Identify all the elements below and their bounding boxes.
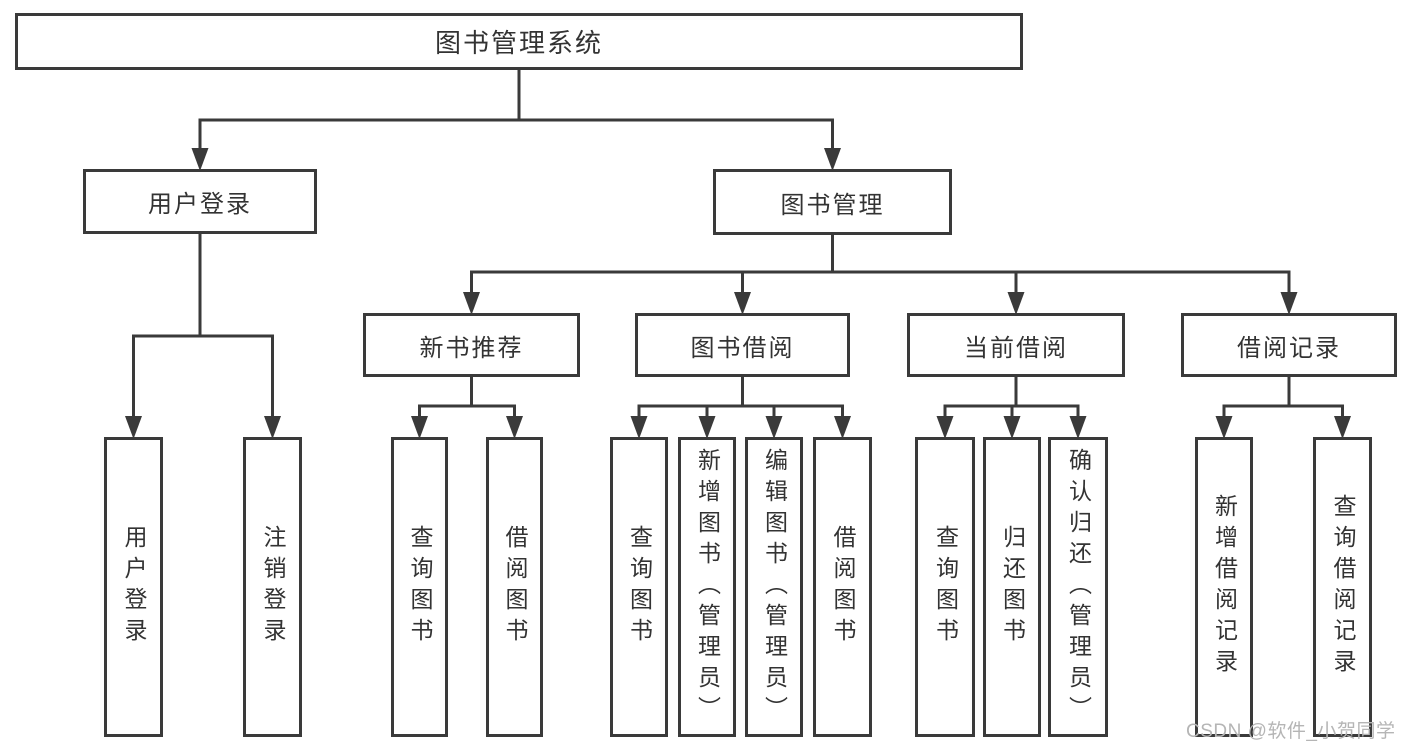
node-leaf-query-books-borrow: 查询图书 xyxy=(610,437,668,737)
node-leaf-return-books: 归还图书 xyxy=(983,437,1041,737)
node-book-mgmt: 图书管理 xyxy=(713,169,952,235)
node-leaf-query-books-current: 查询图书 xyxy=(915,437,975,737)
node-leaf-borrow-books: 借阅图书 xyxy=(813,437,872,737)
node-user-login: 用户登录 xyxy=(83,169,317,234)
csdn-watermark: CSDN @软件_小贺同学 xyxy=(1186,721,1396,742)
node-leaf-confirm-return: 确认归还（管理员） xyxy=(1048,437,1108,737)
node-leaf-user-login: 用户登录 xyxy=(104,437,163,737)
node-root: 图书管理系统 xyxy=(15,13,1023,70)
node-leaf-add-borrow-record: 新增借阅记录 xyxy=(1195,437,1253,737)
node-leaf-edit-books: 编辑图书（管理员） xyxy=(745,437,803,737)
node-leaf-logout: 注销登录 xyxy=(243,437,302,737)
node-leaf-query-borrow-record: 查询借阅记录 xyxy=(1313,437,1372,737)
node-leaf-borrow-books-new: 借阅图书 xyxy=(486,437,543,737)
node-current-borrow: 当前借阅 xyxy=(907,313,1125,377)
node-borrow-records: 借阅记录 xyxy=(1181,313,1397,377)
node-leaf-add-books: 新增图书（管理员） xyxy=(678,437,736,737)
node-new-book-rec: 新书推荐 xyxy=(363,313,580,377)
node-leaf-query-books-new: 查询图书 xyxy=(391,437,448,737)
node-book-borrow: 图书借阅 xyxy=(635,313,850,377)
